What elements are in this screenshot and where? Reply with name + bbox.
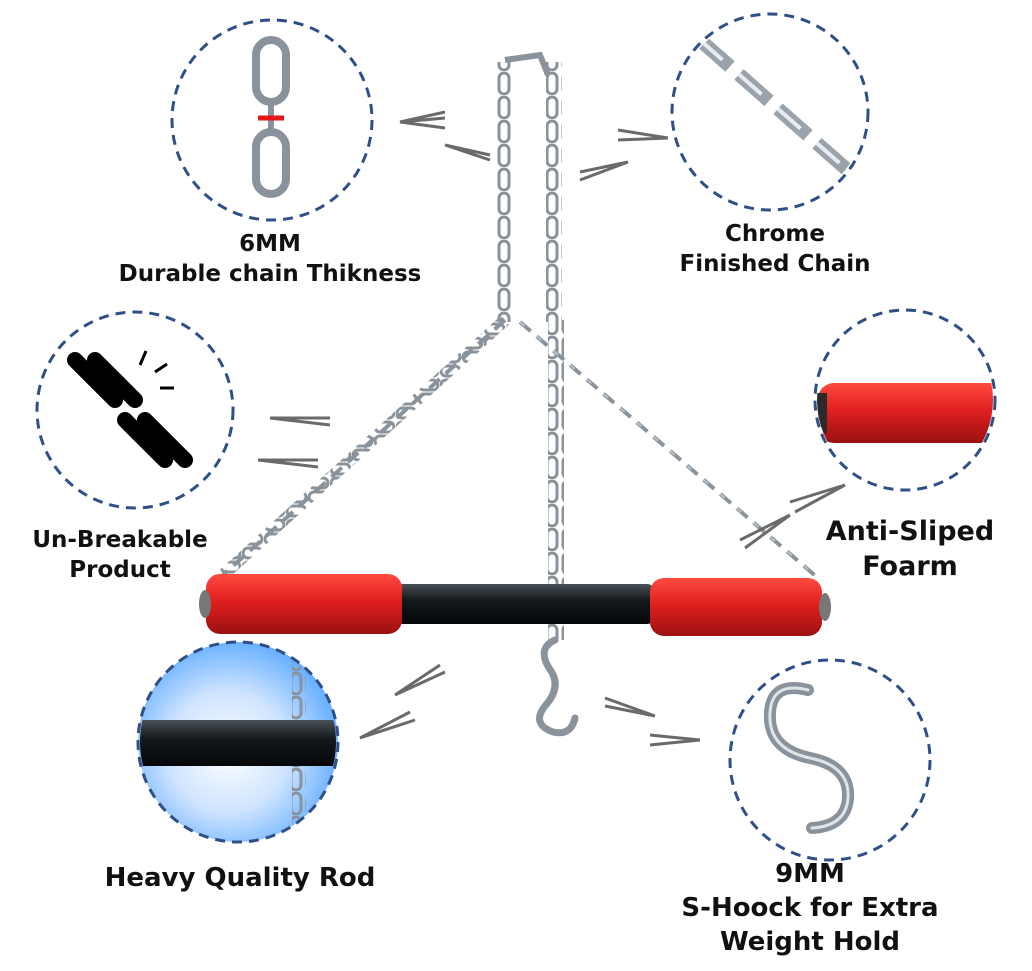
chrome-chain-label: Chrome Finished Chain bbox=[660, 220, 890, 280]
arrow-icon bbox=[444, 143, 491, 162]
main-chain bbox=[207, 51, 820, 640]
foam-line2: Foarm bbox=[862, 551, 958, 583]
chain-desc-text: Durable chain Thikness bbox=[118, 260, 422, 287]
chain-size-text: 6MM bbox=[239, 231, 301, 257]
rod-closeup-icon bbox=[136, 640, 340, 844]
arrow-icon bbox=[579, 160, 629, 182]
arrow-icon bbox=[649, 733, 701, 747]
arrow-icon bbox=[617, 128, 669, 142]
foam-label: Anti-Sliped Foarm bbox=[820, 514, 1000, 584]
chrome-line1: Chrome bbox=[725, 221, 825, 247]
chain-closeup-icon bbox=[170, 18, 374, 222]
hook-label: 9MM S-Hoock for Extra Weight Hold bbox=[660, 858, 960, 959]
pointer-arrows bbox=[257, 110, 846, 747]
center-s-hook bbox=[536, 636, 579, 737]
s-hook-icon bbox=[728, 658, 932, 862]
foam-grip-icon bbox=[813, 308, 997, 492]
hook-line3: Weight Hold bbox=[719, 926, 901, 957]
unbreakable-line2: Product bbox=[69, 556, 171, 583]
arrow-icon bbox=[257, 458, 319, 469]
chrome-line2: Finished Chain bbox=[679, 250, 871, 277]
broken-chain-icon bbox=[35, 310, 235, 510]
arrow-icon bbox=[359, 710, 416, 740]
chain-thickness-label: 6MM Durable chain Thikness bbox=[110, 230, 430, 290]
arrow-icon bbox=[394, 663, 446, 697]
handle-bar bbox=[199, 574, 831, 636]
rod-text: Heavy Quality Rod bbox=[104, 863, 376, 893]
rod-label: Heavy Quality Rod bbox=[95, 862, 385, 896]
unbreakable-line1: Un-Breakable bbox=[32, 527, 208, 553]
chrome-chain-icon bbox=[670, 12, 870, 212]
arrow-icon bbox=[739, 513, 791, 550]
hook-size-text: 9MM bbox=[775, 859, 845, 889]
arrow-icon bbox=[399, 110, 446, 130]
arrow-icon bbox=[269, 416, 331, 427]
foam-line1: Anti-Sliped bbox=[825, 516, 995, 547]
hook-line2: S-Hoock for Extra bbox=[681, 892, 939, 923]
arrow-icon bbox=[604, 696, 656, 718]
arrow-icon bbox=[789, 483, 846, 514]
unbreakable-label: Un-Breakable Product bbox=[20, 526, 220, 586]
